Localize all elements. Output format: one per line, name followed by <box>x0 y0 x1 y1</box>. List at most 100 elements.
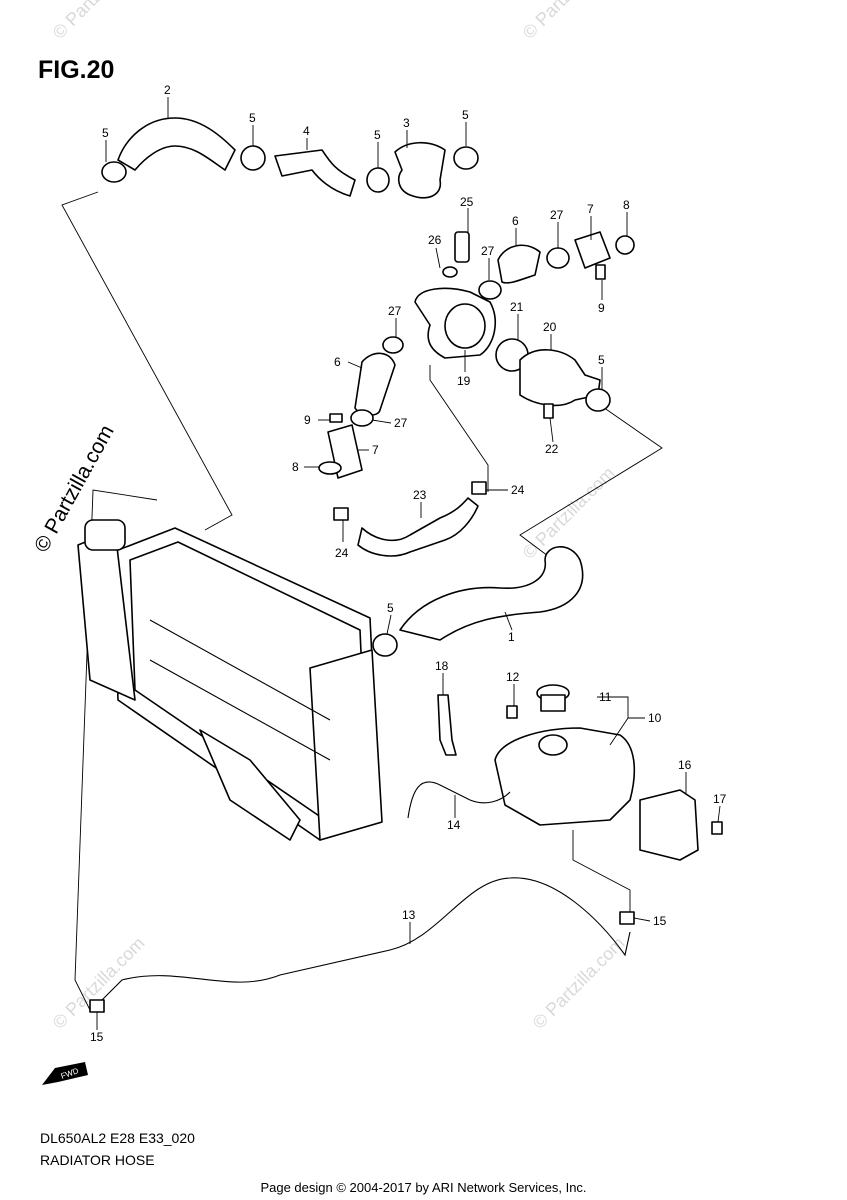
callout-27: 27 <box>388 304 402 318</box>
hose-1 <box>399 546 584 641</box>
bolt-22 <box>543 403 554 419</box>
callout-22: 22 <box>545 442 559 456</box>
callout-8: 8 <box>292 460 299 474</box>
fwd-arrow-icon <box>42 1062 88 1085</box>
callout-labels: 2 5 5 4 5 3 5 25 26 6 27 7 8 27 9 27 21 … <box>90 83 727 1044</box>
callout-2: 2 <box>164 83 171 97</box>
clamp-27 <box>478 280 502 300</box>
thermostat-cover-20 <box>519 349 601 407</box>
radiator-filler-neck <box>84 519 126 551</box>
callout-9: 9 <box>598 301 605 315</box>
hose-23 <box>357 497 479 557</box>
clamp-15 <box>89 999 105 1013</box>
clamp-27 <box>546 247 570 269</box>
callout-leaders <box>96 97 721 1030</box>
o-ring-8 <box>318 461 342 475</box>
clamp-27 <box>382 336 404 354</box>
callout-18: 18 <box>435 659 449 673</box>
bolt-17 <box>711 821 723 835</box>
callout-3: 3 <box>403 116 410 130</box>
callout-10: 10 <box>648 711 662 725</box>
callout-1: 1 <box>508 630 515 644</box>
radiator-right-tank <box>309 649 383 841</box>
callout-26: 26 <box>428 233 442 247</box>
callout-16: 16 <box>678 758 692 772</box>
clamp-5 <box>101 161 127 183</box>
bolt-9 <box>329 413 343 423</box>
hose-4 <box>274 149 356 197</box>
gasket-26 <box>442 266 458 278</box>
hose-6 <box>497 244 541 284</box>
clamp-15 <box>619 911 635 925</box>
clamp-5 <box>240 145 266 171</box>
callout-15: 15 <box>90 1030 104 1044</box>
callout-15: 15 <box>653 914 667 928</box>
callout-14: 14 <box>447 818 461 832</box>
callout-27: 27 <box>394 416 408 430</box>
callout-24: 24 <box>335 546 349 560</box>
callout-7: 7 <box>587 202 594 216</box>
callout-27: 27 <box>481 244 495 258</box>
callout-13: 13 <box>402 908 416 922</box>
thermostat-housing-port <box>444 303 486 349</box>
callout-5: 5 <box>462 108 469 122</box>
guide-line-hose-13 <box>572 830 631 915</box>
hose-13 <box>91 877 631 1011</box>
callout-6: 6 <box>334 355 341 369</box>
callout-27: 27 <box>550 208 564 222</box>
watermark-top-left: © Partzilla.com <box>49 0 149 43</box>
clamp-5 <box>585 388 611 412</box>
reservoir-tank-10 <box>494 727 636 826</box>
guide-line-left <box>74 489 158 1011</box>
watermark-top-right: © Partzilla.com <box>519 0 619 43</box>
callout-9: 9 <box>304 413 311 427</box>
clip-24 <box>333 507 349 521</box>
guide-line-hose-2 <box>61 191 233 531</box>
callout-5: 5 <box>102 126 109 140</box>
callout-4: 4 <box>303 124 310 138</box>
callout-7: 7 <box>372 443 379 457</box>
callout-20: 20 <box>543 320 557 334</box>
figure-title: FIG.20 <box>38 56 115 84</box>
clip-24 <box>471 481 487 495</box>
hose-6 <box>354 352 396 416</box>
callout-21: 21 <box>510 300 524 314</box>
reservoir-cap-11-body <box>540 694 566 712</box>
callout-25: 25 <box>460 195 474 209</box>
guide-line-hose-23 <box>429 365 489 492</box>
page-credit: Page design © 2004-2017 by ARI Network S… <box>260 1180 587 1195</box>
radiator-bracket <box>199 729 301 841</box>
watermark-bottom-right: © Partzilla.com <box>529 933 629 1033</box>
radiator-fin-line <box>149 619 331 721</box>
clamp-27 <box>350 409 374 427</box>
radiator <box>77 519 383 841</box>
fitting-7 <box>574 231 611 269</box>
bolt-12 <box>506 705 518 719</box>
callout-19: 19 <box>457 374 471 388</box>
callout-5: 5 <box>387 601 394 615</box>
watermark-bottom-left: © Partzilla.com <box>49 933 149 1033</box>
strap-18 <box>437 694 457 756</box>
callout-5: 5 <box>374 128 381 142</box>
hose-2 <box>117 117 236 171</box>
hose-14 <box>407 781 511 819</box>
radiator-fin-line <box>149 659 331 761</box>
fwd-arrow-badge: FWD <box>42 1062 88 1085</box>
clamp-5 <box>453 146 479 170</box>
clamp-5 <box>372 633 398 657</box>
callout-8: 8 <box>623 198 630 212</box>
callout-23: 23 <box>413 488 427 502</box>
callout-5: 5 <box>249 111 256 125</box>
callout-11: 11 <box>599 690 612 704</box>
bolt-9 <box>595 264 606 280</box>
temp-sensor-25 <box>454 231 470 263</box>
bracket-16 <box>639 789 699 861</box>
reservoir-neck <box>538 734 568 756</box>
callout-5: 5 <box>598 353 605 367</box>
hose-3 <box>394 141 446 199</box>
diagram-code: DL650AL2 E28 E33_020 <box>40 1130 195 1146</box>
o-ring-8 <box>615 235 635 255</box>
callout-24: 24 <box>511 483 525 497</box>
clamp-5 <box>366 167 390 193</box>
